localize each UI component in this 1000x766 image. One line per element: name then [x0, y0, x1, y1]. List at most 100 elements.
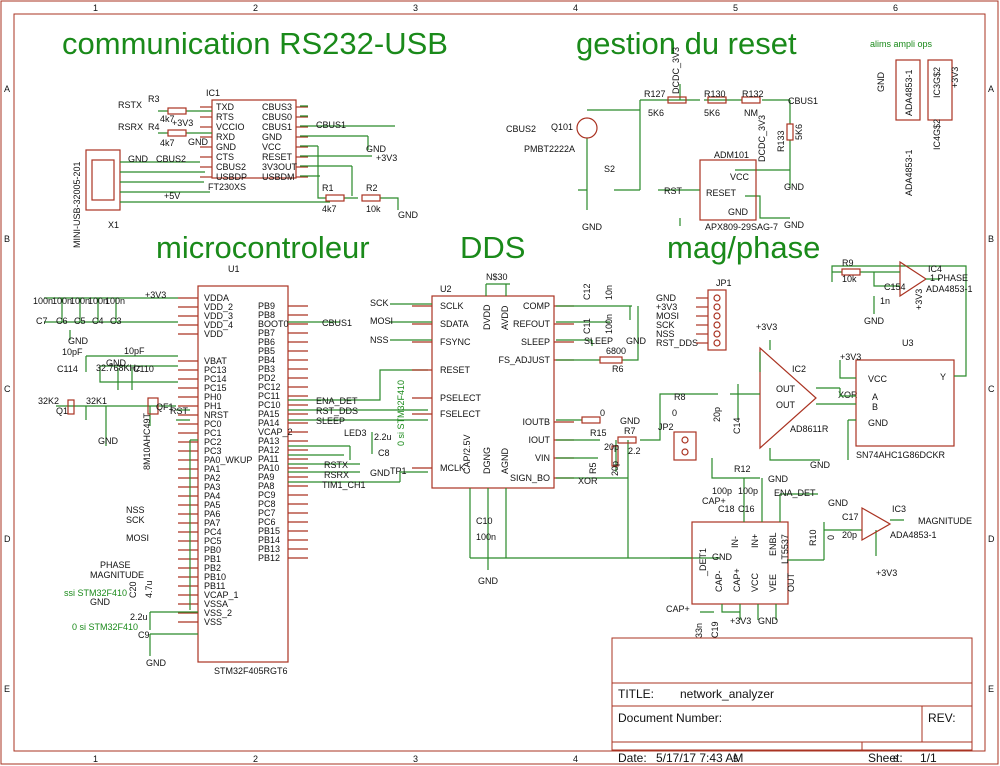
- r15-ref: R15: [590, 428, 607, 438]
- u2-ref: U2: [440, 284, 452, 294]
- jp1-pad-4: [713, 330, 721, 338]
- title-value: network_analyzer: [680, 687, 774, 701]
- c5-ref: C5: [74, 316, 86, 326]
- sheet-label: Sheet:: [868, 751, 903, 765]
- net-3v3-ic2: +3V3: [756, 322, 777, 332]
- alims-ic4g: IC4G$2: [932, 119, 942, 150]
- u1-pin-r-pb8: PB8: [258, 310, 275, 320]
- net-gnd-r15: GND: [620, 416, 641, 426]
- u1-pin-r-pb5: PB5: [258, 346, 275, 356]
- net-gnd-u2: GND: [478, 576, 499, 586]
- c20-value: 4.7u: [144, 580, 154, 598]
- r4-ref: R4: [148, 122, 160, 132]
- ic1-pin-r-3v3out: 3V3OUT: [262, 162, 298, 172]
- u1-pin-pc15: PC15: [204, 383, 227, 393]
- ic1-ft230xs: IC1 FT230XS TXDRTSVCCIORXDGNDCTSCBUS2USB…: [200, 88, 308, 192]
- jp1-header: [707, 289, 727, 351]
- ic2-symbol: [759, 346, 817, 450]
- u2-pin-cap: CAP/2.5V: [462, 434, 472, 474]
- grid-row-left-E: E: [4, 684, 10, 694]
- net-gnd-ic1: GND: [188, 137, 209, 147]
- u1-pin-pc2: PC2: [204, 437, 222, 447]
- u2-pin-sclk: SCLK: [440, 301, 464, 311]
- u2-pin-r-ioutb: IOUTB: [522, 417, 550, 427]
- x1-usb-connector: MINI-USB-32005-201 X1: [72, 149, 121, 248]
- c3-ref: C3: [110, 316, 122, 326]
- u1-pin-pc1: PC1: [204, 428, 222, 438]
- ic1-pin-cbus2: CBUS2: [216, 162, 246, 172]
- revision-label: REV:: [928, 711, 956, 725]
- u3-xor-box: [855, 359, 955, 447]
- note-c9: 0 si STM32F410: [72, 622, 138, 632]
- c10-value: 100n: [476, 532, 496, 542]
- heading-dds: DDS: [460, 230, 525, 265]
- u1-pin-pc3: PC3: [204, 446, 222, 456]
- c14-value: 20p: [712, 407, 722, 422]
- net-gnd-led: GND: [370, 468, 391, 478]
- u1-pin-r-pa12: PA12: [258, 445, 279, 455]
- r1-ref: R1: [322, 183, 334, 193]
- grid-row-right-E: E: [988, 684, 994, 694]
- u1-pin-vdd_2: VDD_2: [204, 302, 233, 312]
- u1-pin-pc13: PC13: [204, 365, 227, 375]
- u1-pin-pb0: PB0: [204, 545, 221, 555]
- adm-pin-gnd: GND: [728, 207, 749, 217]
- net-gnd-qf: GND: [98, 436, 119, 446]
- r9-value: 10k: [842, 274, 857, 284]
- net-cbus1-reset: CBUS1: [788, 96, 818, 106]
- lt-pin-capm: CAP-: [714, 570, 724, 592]
- u2-pin-dvdd: DVDD: [482, 304, 492, 330]
- net-gnd-decap: GND: [68, 336, 89, 346]
- u1-pin-pa1: PA1: [204, 464, 220, 474]
- title-label: TITLE:: [618, 687, 654, 701]
- u1-pin-r-boot0: BOOT0: [258, 319, 289, 329]
- net-phase-out: 1 PHASE: [930, 273, 968, 283]
- u2-pin-mclk: MCLK: [440, 463, 465, 473]
- u1-pin-r-pb12: PB12: [258, 553, 280, 563]
- c17-value: 20p: [842, 530, 857, 540]
- grid-row-left-D: D: [4, 534, 11, 544]
- r4-value: 4k7: [160, 138, 175, 148]
- net-magnitude-u1: MAGNITUDE: [90, 570, 144, 580]
- lt-pin-capp: CAP+: [732, 568, 742, 592]
- u1-pin-vdda: VDDA: [204, 293, 229, 303]
- ic4-symbol: [899, 260, 928, 298]
- qf1-ref: QF1: [156, 402, 174, 412]
- ic1-ref: IC1: [206, 88, 220, 98]
- ic1-pin-r-usbdm: USBDM: [262, 172, 295, 182]
- c6-ref: C6: [56, 316, 68, 326]
- net-magnitude-out: MAGNITUDE: [918, 516, 972, 526]
- net-rstx: RSTX: [118, 100, 142, 110]
- alims-gnd: GND: [876, 72, 886, 93]
- c16-value: 100p: [738, 486, 758, 496]
- net-3v3-lt: +3V3: [730, 616, 751, 626]
- lt-ref: LT5537: [780, 534, 790, 564]
- jp1-pin-sck: SCK: [656, 320, 675, 330]
- u2-pin-r-refout: REFOUT: [513, 319, 551, 329]
- lt-pin-inm: IN-: [730, 536, 740, 548]
- u1-pin-r-vcap_2: VCAP_2: [258, 427, 293, 437]
- u1-pin-r-pc11: PC11: [258, 391, 280, 401]
- grid-row-right-B: B: [988, 234, 994, 244]
- u1-pin-r-pd2: PD2: [258, 373, 276, 383]
- c12-value: 10n: [604, 285, 614, 300]
- ic1-pin-gnd: GND: [216, 142, 237, 152]
- grid-col-top-4: 4: [573, 3, 578, 13]
- r130-ref: R130: [704, 89, 726, 99]
- q101-value: PMBT2222A: [524, 144, 575, 154]
- r8-ref: R8: [674, 392, 686, 402]
- r3-ref: R3: [148, 94, 160, 104]
- grid-col-bottom-2: 2: [253, 754, 258, 764]
- r127-ref: R127: [644, 89, 666, 99]
- u2-pin-reset: RESET: [440, 365, 471, 375]
- heading-reset: gestion du reset: [576, 26, 797, 61]
- document-number-label: Document Number:: [618, 711, 722, 725]
- u1-pin-r-pb13: PB13: [258, 544, 280, 554]
- net-sleep-dds: SLEEP: [584, 336, 613, 346]
- jp1-pad-5: [713, 339, 721, 347]
- net-gnd-r2: GND: [398, 210, 419, 220]
- r15-value: 0: [600, 408, 605, 418]
- u1-pin-r-pa10: PA10: [258, 463, 279, 473]
